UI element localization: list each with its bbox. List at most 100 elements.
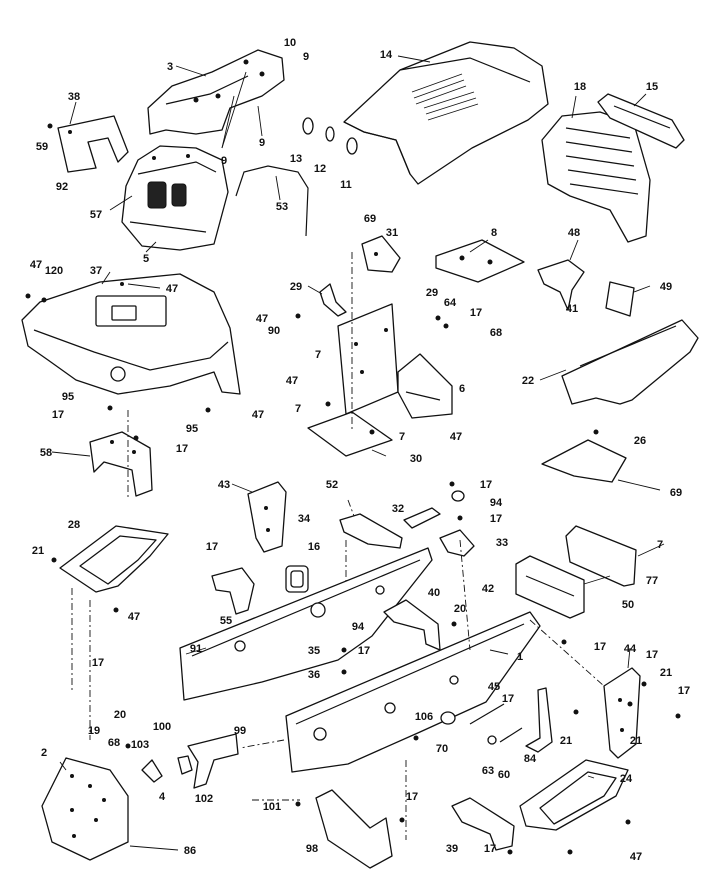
callout-label: 43 <box>218 479 230 491</box>
callout-label: 48 <box>568 227 580 239</box>
rear-shield-part <box>41 757 129 861</box>
callout-label: 63 <box>482 765 494 777</box>
callout-label: 68 <box>490 327 502 339</box>
callout-label: 47 <box>450 431 462 443</box>
callout-label: 7 <box>657 539 663 551</box>
callout-label: 14 <box>380 49 393 61</box>
callout-label: 68 <box>108 737 120 749</box>
bracket-98-part <box>315 789 393 869</box>
bracket-103-part <box>141 759 163 783</box>
footrest-right-part <box>519 759 629 831</box>
callout-label: 17 <box>92 657 104 669</box>
callout-label: 69 <box>670 487 682 499</box>
callout-label: 17 <box>480 479 492 491</box>
callout-label: 99 <box>234 725 246 737</box>
callout-label: 33 <box>496 537 508 549</box>
callout-label: 47 <box>30 259 42 271</box>
callout-label: 58 <box>40 447 52 459</box>
hood-support-rod <box>235 165 309 237</box>
callout-label: 103 <box>131 739 149 751</box>
hood-pivot-hardware <box>302 117 358 155</box>
callout-label: 92 <box>56 181 68 193</box>
callout-label: 17 <box>358 645 370 657</box>
bracket-48-41-part <box>537 259 585 311</box>
hood-vent-grille <box>411 73 479 121</box>
callout-label: 57 <box>90 209 102 221</box>
callout-label: 17 <box>490 513 502 525</box>
panel-69-part <box>541 439 627 483</box>
drawbar-part <box>177 733 239 789</box>
callout-label: 47 <box>256 313 268 325</box>
hood-part <box>343 41 549 185</box>
callout-label: 38 <box>68 91 80 103</box>
callout-label: 100 <box>153 721 171 733</box>
lever-84-part <box>525 687 553 753</box>
callout-label: 47 <box>286 375 298 387</box>
callout-label: 17 <box>678 685 690 697</box>
callout-label: 17 <box>470 307 482 319</box>
callout-label: 31 <box>386 227 398 239</box>
callout-label: 29 <box>426 287 438 299</box>
callout-label: 84 <box>524 753 537 765</box>
assembly-lines <box>71 252 605 840</box>
callout-label: 59 <box>36 141 48 153</box>
bracket-49-part <box>605 281 635 317</box>
side-skirt-part <box>561 319 699 405</box>
callout-label: 7 <box>399 431 405 443</box>
callout-label: 69 <box>364 213 376 225</box>
callout-label: 6 <box>459 383 465 395</box>
callout-label: 34 <box>298 513 311 525</box>
callout-label: 47 <box>128 611 140 623</box>
callout-label: 22 <box>522 375 534 387</box>
callout-label: 3 <box>167 61 173 73</box>
callout-label: 20 <box>114 709 126 721</box>
dash-fascia-part <box>121 145 229 251</box>
callout-label: 37 <box>90 265 102 277</box>
callout-label: 5 <box>143 253 149 265</box>
bumper-50-part <box>515 555 585 619</box>
callout-label: 7 <box>315 349 321 361</box>
callout-label: 86 <box>184 845 196 857</box>
callout-label: 9 <box>221 155 227 167</box>
callout-label: 32 <box>392 503 404 515</box>
bracket-32-part <box>403 507 441 529</box>
callout-label: 39 <box>446 843 458 855</box>
callout-label: 53 <box>276 201 288 213</box>
callout-label: 120 <box>45 265 63 277</box>
callout-label: 9 <box>303 51 309 63</box>
callout-label: 95 <box>62 391 74 403</box>
firewall-box-part <box>337 303 453 419</box>
callout-label: 4 <box>159 791 166 803</box>
callout-label: 28 <box>68 519 80 531</box>
frame-left-rail-part <box>179 547 433 701</box>
callout-label: 17 <box>594 641 606 653</box>
callout-label: 47 <box>166 283 178 295</box>
callout-label: 17 <box>206 541 218 553</box>
floor-pan-part <box>307 411 393 457</box>
callout-label: 17 <box>646 649 658 661</box>
bracket-43-part <box>247 481 287 553</box>
callout-label: 94 <box>352 621 365 633</box>
callout-label: 45 <box>488 681 500 693</box>
callout-label: 17 <box>484 843 496 855</box>
grommet-part <box>285 565 309 593</box>
callout-label: 70 <box>436 743 448 755</box>
callout-label: 35 <box>308 645 320 657</box>
callout-label: 77 <box>646 575 658 587</box>
callout-label: 2 <box>41 747 47 759</box>
callout-label: 47 <box>252 409 264 421</box>
callout-label: 50 <box>622 599 634 611</box>
callout-label: 24 <box>620 773 633 785</box>
front-bracket-44-part <box>603 667 641 759</box>
callout-label: 30 <box>410 453 422 465</box>
callout-label: 26 <box>634 435 646 447</box>
linkage-hardware <box>440 703 523 745</box>
grille-part <box>541 111 651 243</box>
callout-label: 13 <box>290 153 302 165</box>
callout-label: 7 <box>295 403 301 415</box>
callout-label: 10 <box>284 37 296 49</box>
callout-label: 21 <box>630 735 642 747</box>
callout-label: 102 <box>195 793 213 805</box>
bracket-31-part <box>361 235 401 273</box>
